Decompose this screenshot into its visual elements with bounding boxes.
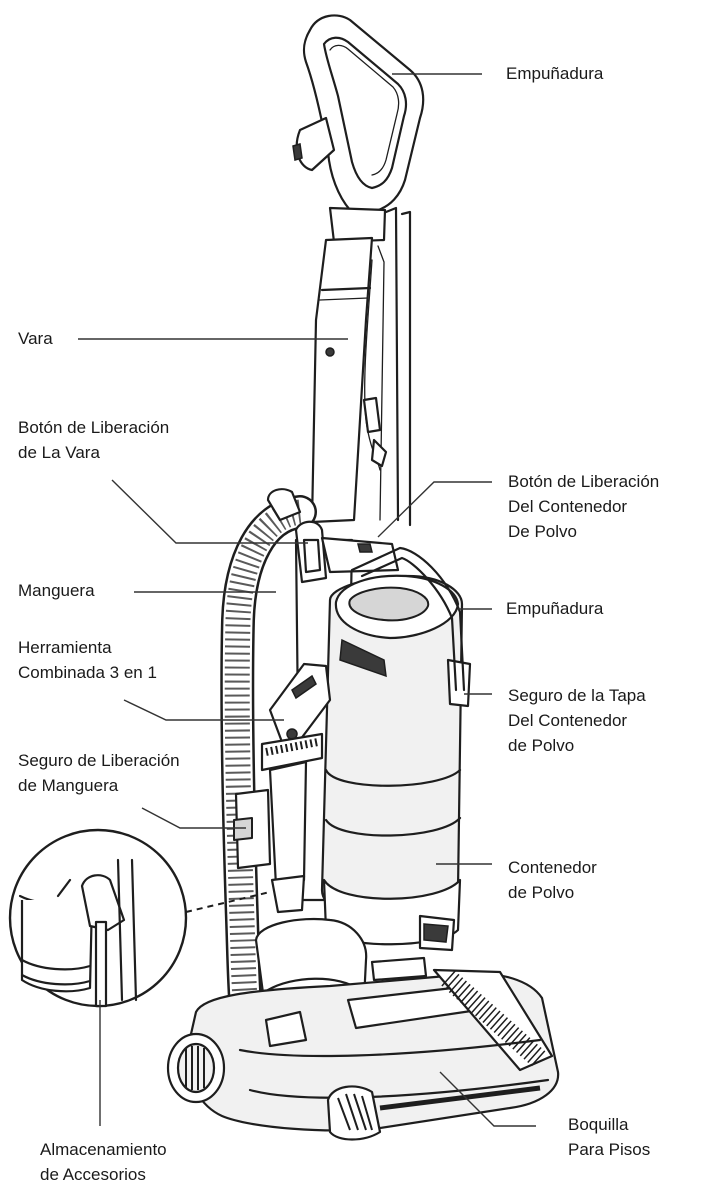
top-handle-drawing [292,14,425,244]
label-hose: Manguera [18,581,95,600]
label-floor-nozzle: Boquilla Para Pisos [568,1115,651,1159]
label-combination-tool: Herramienta Combinada 3 en 1 [18,638,157,682]
label-carry-handle: Empuñadura [506,599,604,618]
label-wand: Vara [18,329,53,348]
label-lid-latch: Seguro de la Tapa Del Contenedor de Polv… [508,686,646,755]
label-top-handle: Empuñadura [506,64,604,83]
leader-lines [78,73,536,1127]
wand-drawing [310,206,412,527]
body-drawing [294,520,472,982]
accessory-inset-drawing [8,828,271,1008]
label-accessory-storage: Almacenamiento de Accesorios [40,1140,167,1184]
label-wand-release-button: Botón de Liberación de La Vara [18,418,170,462]
label-dust-container: Contenedor de Polvo [508,858,597,902]
hose-drawing [220,488,317,1057]
label-hose-release-latch: Seguro de Liberación de Manguera [18,751,180,795]
label-dust-container-release-button: Botón de Liberación Del Contenedor De Po… [508,472,660,541]
tool-drawing [233,662,332,914]
nozzle-drawing [166,917,560,1141]
